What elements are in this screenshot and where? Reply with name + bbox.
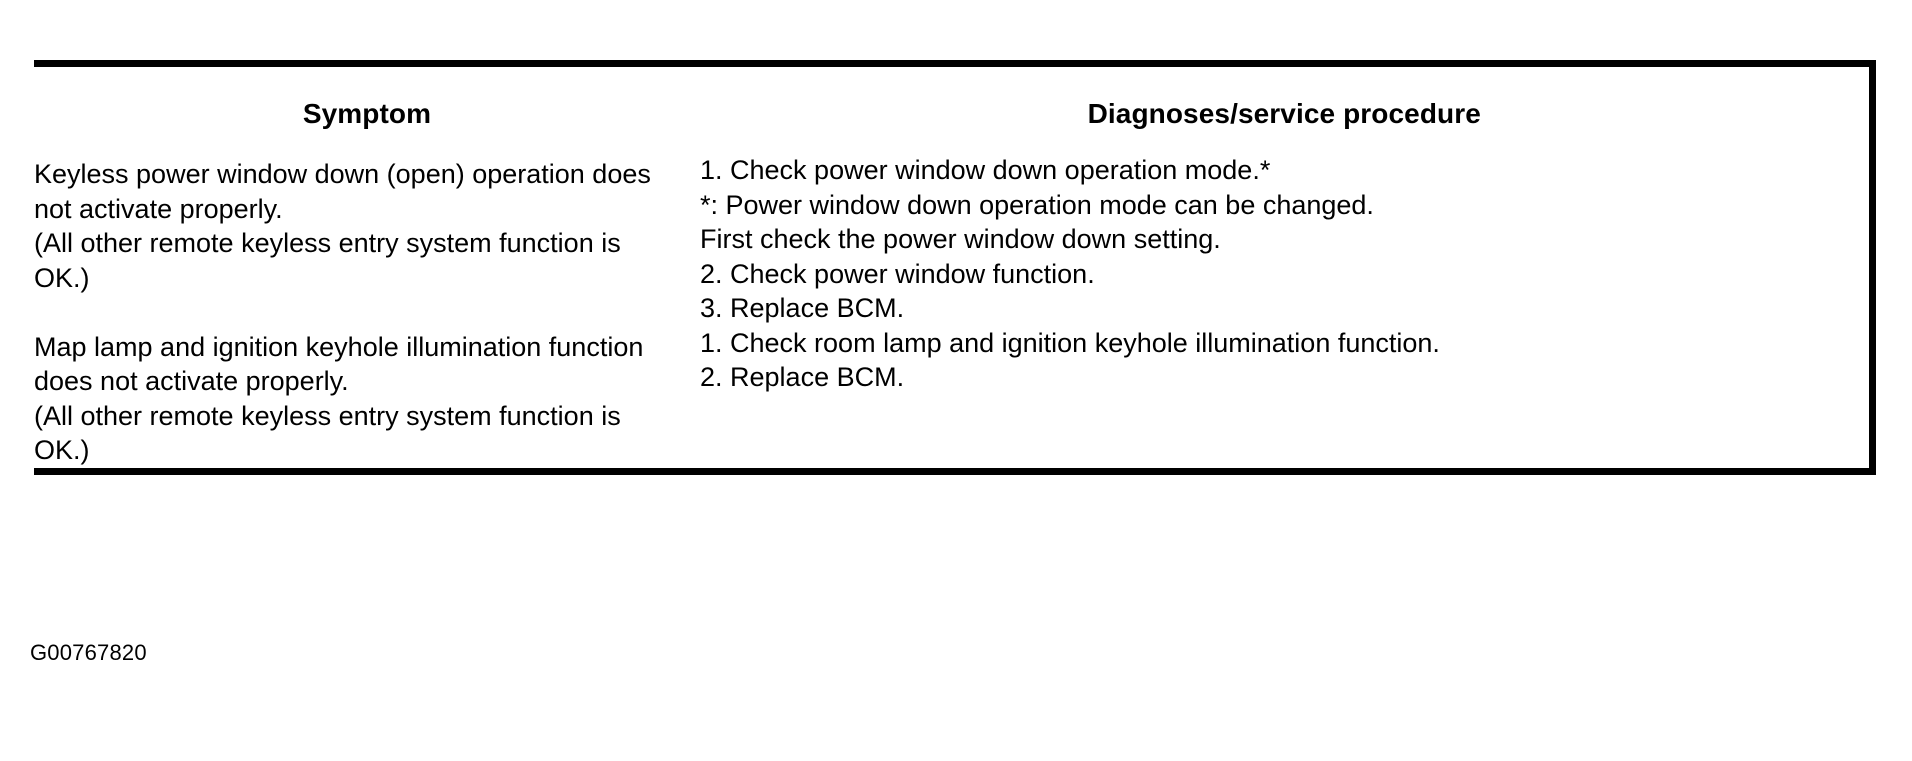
symptom-line: Map lamp and ignition keyhole illuminati… bbox=[34, 331, 644, 362]
procedure-step-1-3: 3. Replace BCM. bbox=[700, 291, 1869, 326]
procedure-line: 3. Replace BCM. bbox=[700, 293, 905, 323]
procedure-cell-1: 1. Check power window down operation mod… bbox=[700, 153, 1872, 326]
procedure-line: First check the power window down settin… bbox=[700, 224, 1221, 254]
procedure-cell-2: 1. Check room lamp and ignition keyhole … bbox=[700, 326, 1872, 472]
procedure-step-1-2: 2. Check power window function. bbox=[700, 257, 1869, 292]
procedure-subtable-1: 1. Check power window down operation mod… bbox=[700, 153, 1869, 326]
table-header-row: Symptom Diagnoses/service procedure bbox=[34, 64, 1872, 154]
diagnostic-table-wrapper: Symptom Diagnoses/service procedure Keyl… bbox=[34, 60, 1876, 475]
procedure-line: 1. Check power window down operation mod… bbox=[700, 155, 1271, 185]
figure-caption: G00767820 bbox=[30, 640, 147, 665]
symptom-text-block-1: Keyless power window down (open) operati… bbox=[34, 153, 700, 295]
symptom-line: does not activate properly. bbox=[34, 366, 349, 396]
procedure-line: *: Power window down operation mode can … bbox=[700, 189, 1374, 220]
procedure-step-1-1: 1. Check power window down operation mod… bbox=[700, 153, 1869, 257]
procedure-step-row: 3. Replace BCM. bbox=[700, 291, 1869, 326]
procedure-step-row: 2. Check power window function. bbox=[700, 257, 1869, 292]
symptom-cell-2: Map lamp and ignition keyhole illuminati… bbox=[34, 326, 700, 472]
header-cell-procedure: Diagnoses/service procedure bbox=[700, 64, 1872, 154]
symptom-text-block-2: Map lamp and ignition keyhole illuminati… bbox=[34, 326, 700, 468]
procedure-subtable-2: 1. Check room lamp and ignition keyhole … bbox=[700, 326, 1869, 430]
table-row: Keyless power window down (open) operati… bbox=[34, 153, 1872, 326]
table-row: Map lamp and ignition keyhole illuminati… bbox=[34, 326, 1872, 472]
procedure-step-2-1: 1. Check room lamp and ignition keyhole … bbox=[700, 326, 1869, 361]
symptom-line: (All other remote keyless entry system f… bbox=[34, 228, 621, 258]
symptom-line: OK.) bbox=[34, 262, 90, 293]
procedure-line: 1. Check room lamp and ignition keyhole … bbox=[700, 327, 1440, 358]
symptom-cell-1: Keyless power window down (open) operati… bbox=[34, 153, 700, 326]
header-cell-symptom: Symptom bbox=[34, 64, 700, 154]
symptom-line: (All other remote keyless entry system f… bbox=[34, 400, 621, 431]
symptom-line: OK.) bbox=[34, 435, 90, 465]
diagnostic-table: Symptom Diagnoses/service procedure Keyl… bbox=[34, 60, 1876, 475]
procedure-line: 2. Replace BCM. bbox=[700, 362, 905, 392]
procedure-line: 2. Check power window function. bbox=[700, 258, 1095, 289]
header-label-symptom: Symptom bbox=[302, 98, 432, 129]
procedure-step-row: 1. Check power window down operation mod… bbox=[700, 153, 1869, 257]
header-label-procedure: Diagnoses/service procedure bbox=[1087, 98, 1481, 129]
procedure-step-row: 1. Check room lamp and ignition keyhole … bbox=[700, 326, 1869, 361]
procedure-step-row: 2. Replace BCM. bbox=[700, 360, 1869, 429]
symptom-line: Keyless power window down (open) operati… bbox=[34, 159, 651, 189]
procedure-step-2-2: 2. Replace BCM. bbox=[700, 360, 1869, 429]
symptom-line: not activate properly. bbox=[34, 193, 283, 224]
